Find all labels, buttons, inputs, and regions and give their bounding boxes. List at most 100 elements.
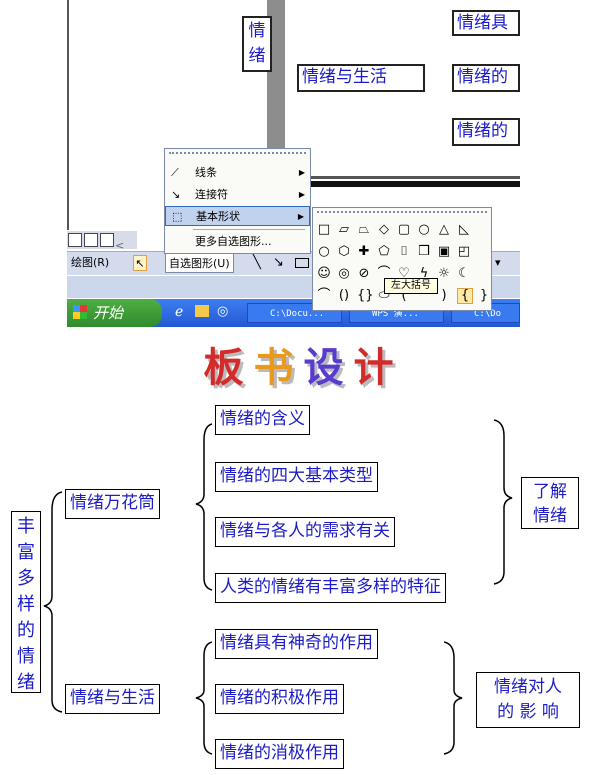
folder-icon[interactable] — [195, 305, 209, 317]
branch-node-1: 情绪万花筒 — [65, 489, 160, 519]
leaf-node: 情绪的消极作用 — [215, 739, 344, 769]
leaf-node: 情绪与各人的需求有关 — [215, 517, 395, 547]
no-symbol-shape-icon[interactable]: ⊘ — [358, 266, 370, 281]
rectangle-shape-icon[interactable]: □ — [317, 222, 331, 237]
pentagon-shape-icon[interactable]: ⬠ — [378, 244, 390, 259]
autoshape-menu-button[interactable]: 自选图形(U) — [165, 253, 234, 273]
trapezoid-shape-icon[interactable]: ⏢ — [358, 222, 370, 237]
right-bracket-shape-icon[interactable]: ) — [441, 288, 447, 303]
root-char: 样 — [17, 594, 35, 615]
shapes-icon: ⬚ — [172, 210, 183, 223]
draw-menu-button[interactable]: 绘图(R) — [71, 256, 110, 269]
line-tool-icon[interactable]: ╲ — [253, 255, 261, 270]
heart-shape-icon[interactable]: ♡ — [398, 266, 410, 281]
parallelogram-shape-icon[interactable]: ▱ — [339, 222, 349, 237]
menu-item-basic-shapes-label: 基本形状 — [196, 210, 240, 223]
menu-item-connectors[interactable]: ↘连接符▶ — [165, 185, 310, 205]
ie-icon[interactable]: ℯ — [175, 304, 184, 320]
menu-drag-handle[interactable] — [169, 152, 306, 155]
can-shape-icon[interactable]: ⌷ — [400, 244, 408, 259]
root-char: 丰 — [17, 516, 35, 537]
doc-box-right-2[interactable]: 情绪的 — [452, 64, 520, 92]
right-triangle-shape-icon[interactable]: ◺ — [459, 222, 469, 237]
autoshape-menu: ⟋线条▶ ↘连接符▶ ⬚ 基本形状 ▶ 更多自选图形... — [164, 148, 311, 254]
doc-box-life[interactable]: 情绪与生活 — [297, 64, 425, 92]
select-pointer-icon[interactable]: ↖ — [133, 255, 147, 271]
leaf-node: 情绪的含义 — [215, 405, 310, 435]
moon-shape-icon[interactable]: ☾ — [458, 266, 470, 281]
rounded-rect-shape-icon[interactable]: ▢ — [397, 222, 411, 237]
submenu-arrow-icon: ▶ — [298, 168, 305, 177]
arc-bracket-shape-icon[interactable]: ⌒ — [317, 288, 331, 303]
root-char: 情 — [17, 646, 35, 667]
menu-separator — [193, 229, 305, 230]
leaf-node: 情绪的四大基本类型 — [215, 462, 378, 492]
web-view-icon[interactable] — [84, 233, 98, 247]
lightning-shape-icon[interactable]: ϟ — [419, 266, 429, 281]
root-char: 多 — [17, 568, 35, 589]
tooltip: 左大括号 — [384, 278, 438, 294]
branch1-brace — [195, 423, 213, 591]
plaque-shape-icon[interactable]: ⬭ — [378, 288, 390, 303]
cross-shape-icon[interactable]: ✚ — [358, 244, 370, 259]
print-view-icon[interactable] — [100, 233, 114, 247]
doc-rule-thick — [285, 181, 520, 187]
doc-left-border — [67, 0, 69, 230]
summary-line: 情绪对人 — [494, 677, 562, 697]
cube-shape-icon[interactable]: ❒ — [418, 244, 430, 259]
left-brace-shape-icon[interactable]: { — [457, 288, 473, 304]
hexagon-shape-icon[interactable]: ⬡ — [338, 244, 350, 259]
circle-shape-icon[interactable]: ○ — [318, 244, 330, 259]
summary-line: 了解 — [533, 482, 567, 502]
menu-item-basic-shapes[interactable]: ⬚ 基本形状 ▶ — [165, 206, 310, 226]
double-brace-shape-icon[interactable]: {} — [357, 288, 374, 303]
leaf-node: 情绪具有神奇的作用 — [215, 629, 378, 659]
donut-shape-icon[interactable]: ◎ — [338, 266, 350, 281]
board-design-heading: 板书设计 — [196, 342, 411, 394]
normal-view-icon[interactable] — [68, 233, 82, 247]
folded-corner-shape-icon[interactable]: ◰ — [457, 244, 471, 259]
menu-item-connectors-label: 连接符 — [195, 188, 228, 201]
menu-item-more-autoshapes[interactable]: 更多自选图形... — [165, 232, 310, 252]
doc-box-right-1[interactable]: 情绪具 — [452, 10, 520, 36]
menu-item-more-label: 更多自选图形... — [195, 235, 272, 248]
root-char: 富 — [17, 542, 35, 563]
start-label: 开始 — [93, 304, 124, 322]
doc-box-emotion-text: 情绪 — [248, 21, 266, 66]
root-brace — [43, 491, 63, 713]
start-button[interactable]: 开始 — [67, 299, 162, 327]
bevel-shape-icon[interactable]: ▣ — [437, 244, 451, 259]
octagon-shape-icon[interactable]: ○ — [418, 222, 430, 237]
branch-node-2: 情绪与生活 — [65, 684, 160, 714]
summary-node-1: 了解 情绪 — [521, 477, 579, 529]
summary-node-2: 情绪对人 的 影 响 — [476, 672, 580, 728]
diamond-shape-icon[interactable]: ◇ — [379, 222, 389, 237]
line-icon: ⟋ — [171, 166, 179, 179]
arc-shape-icon[interactable]: ⌒ — [377, 266, 391, 281]
right-brace-shape-icon[interactable]: } — [479, 288, 489, 303]
more-options-icon[interactable]: ▾ — [495, 256, 501, 269]
doc-box-right-3[interactable]: 情绪的 — [452, 118, 520, 146]
smiley-shape-icon[interactable]: ☺ — [317, 266, 331, 281]
heading-char: 板 — [203, 345, 254, 391]
doc-rule — [285, 176, 520, 179]
rectangle-tool-icon[interactable] — [295, 258, 309, 268]
palette-drag-handle[interactable] — [317, 211, 487, 214]
media-icon[interactable]: ◎ — [217, 304, 229, 319]
heading-char: 书 — [253, 345, 304, 391]
doc-box-emotion[interactable]: 情绪 — [242, 16, 272, 72]
left-bracket-shape-icon[interactable]: ( — [401, 288, 407, 303]
menu-item-lines[interactable]: ⟋线条▶ — [165, 163, 310, 183]
scroll-left-icon[interactable]: < — [115, 239, 125, 252]
windows-logo-icon — [73, 305, 87, 319]
heading-char: 计 — [353, 345, 404, 391]
sun-shape-icon[interactable]: ☼ — [438, 266, 450, 281]
root-char: 的 — [17, 620, 35, 641]
word-processor-screenshot: 情绪 情绪与生活 情绪具 情绪的 情绪的 < 绘图(R) ↖ 自选图形(U) ╲… — [67, 0, 520, 327]
basic-shapes-palette: □ ▱ ⏢ ◇ ▢ ○ △ ◺ ○ ⬡ ✚ ⬠ ⌷ ❒ ▣ ◰ ☺ ◎ ⊘ ⌒ … — [312, 207, 492, 311]
submenu-arrow-icon: ▶ — [297, 212, 304, 221]
double-bracket-shape-icon[interactable]: () — [338, 288, 350, 303]
triangle-shape-icon[interactable]: △ — [439, 222, 449, 237]
arrow-tool-icon[interactable]: ↘ — [273, 255, 284, 270]
